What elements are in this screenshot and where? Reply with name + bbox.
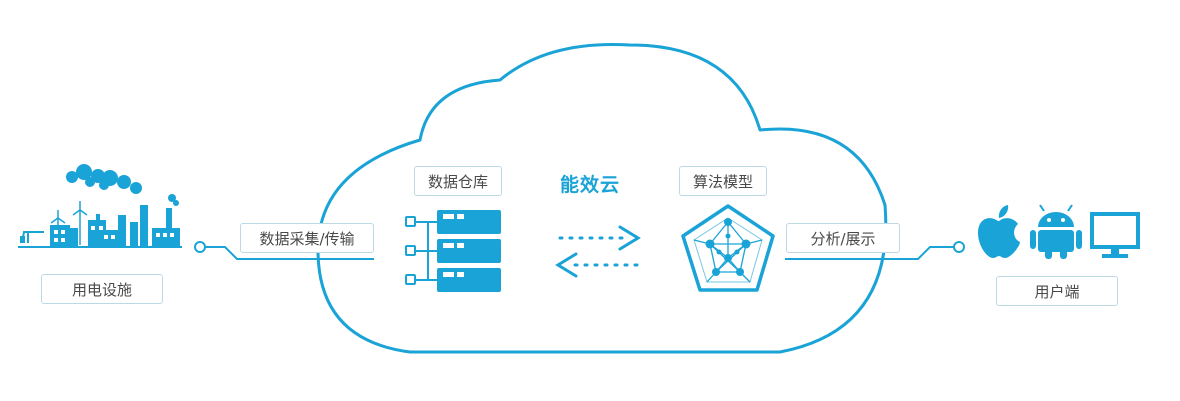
- output-link-label: 分析/展示: [786, 223, 900, 253]
- output-connector: [785, 241, 965, 260]
- factory-icon: [18, 164, 182, 248]
- network-pentagon-icon: [681, 204, 775, 292]
- source-label: 用电设施: [41, 274, 163, 304]
- arrow-right-icon: [558, 225, 641, 251]
- warehouse-label: 数据仓库: [414, 166, 502, 196]
- model-label: 算法模型: [679, 166, 767, 196]
- input-link-label: 数据采集/传输: [240, 223, 374, 253]
- cloud-outline: [316, 42, 888, 354]
- android-icon: [1030, 204, 1082, 259]
- apple-icon: [978, 205, 1020, 258]
- monitor-icon: [1090, 212, 1140, 258]
- input-connector: [194, 241, 374, 260]
- database-stack-icon: [405, 210, 501, 292]
- arrow-left-icon: [555, 252, 640, 278]
- cloud-title: 能效云: [560, 174, 621, 196]
- client-label: 用户端: [996, 276, 1118, 306]
